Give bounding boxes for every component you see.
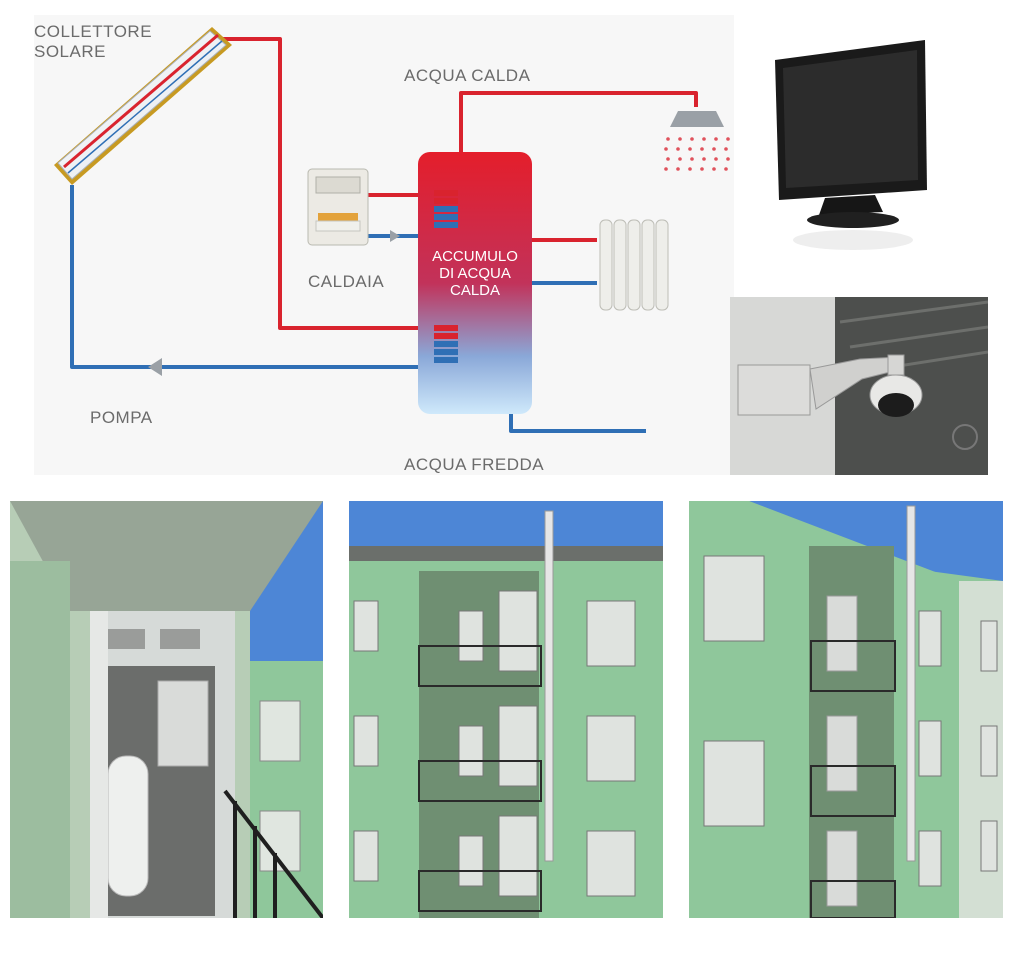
security-camera-photo <box>730 297 988 475</box>
solar-collector-icon <box>54 27 232 185</box>
balcony-closet-render <box>10 501 323 918</box>
solar-system-diagram: ACCUMULO DI ACQUA CALDA <box>34 15 734 475</box>
collector-label-2: SOLARE <box>34 42 106 61</box>
pump-icon <box>148 358 162 376</box>
security-camera-icon <box>737 354 923 417</box>
facade-render-front <box>349 501 663 918</box>
monitor-photo <box>765 30 935 260</box>
hot-pipes <box>222 37 698 330</box>
upper-coil <box>434 190 458 228</box>
facade-render-perspective <box>689 501 1003 918</box>
boiler-label: CALDAIA <box>308 272 384 291</box>
boiler-icon <box>307 168 400 246</box>
radiator-icon <box>599 219 669 311</box>
collector-label-1: COLLETTORE <box>34 22 152 41</box>
tank-label-2: DI ACQUA <box>439 265 511 282</box>
tank-label-1: ACCUMULO <box>432 248 518 265</box>
cold-water-label: ACQUA FREDDA <box>404 455 544 474</box>
monitor-icon <box>775 40 927 250</box>
hot-water-label: ACQUA CALDA <box>404 66 531 85</box>
tank-label-3: CALDA <box>450 282 500 299</box>
lower-coil <box>434 325 458 363</box>
storage-tank: ACCUMULO DI ACQUA CALDA <box>418 152 532 414</box>
shower-icon <box>664 111 730 171</box>
pump-label: POMPA <box>90 408 153 427</box>
